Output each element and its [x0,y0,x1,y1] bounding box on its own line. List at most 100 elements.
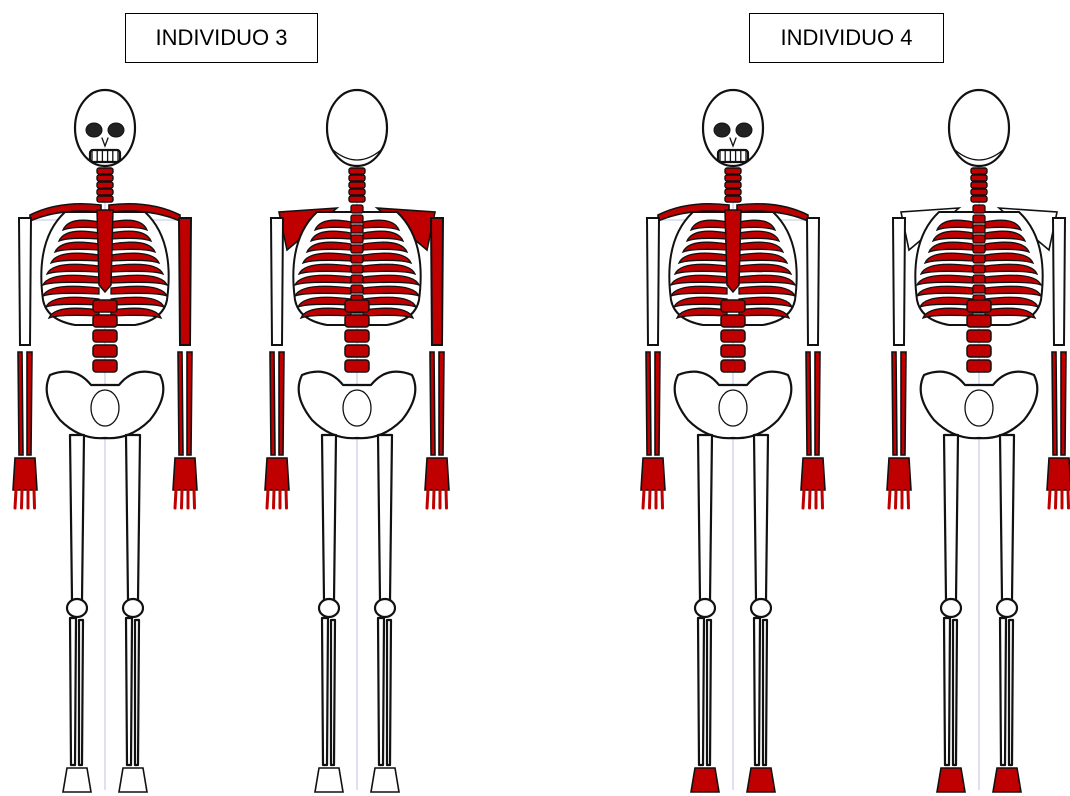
cervical-vertebra [97,182,113,188]
fibula [79,620,83,765]
eye-socket-right [736,123,752,137]
finger [810,490,811,508]
ulna-right [655,352,660,455]
cervical-vertebra [97,168,113,174]
lumbar-vertebra [345,315,369,327]
cervical-vertebra [971,175,987,181]
cervical-vertebra [349,189,365,195]
cervical-vertebra [725,196,741,202]
individual-3-back-skeleton [252,0,462,796]
cervical-vertebra [971,196,987,202]
foot [691,768,719,792]
thoracic-vertebra [351,285,363,293]
thoracic-vertebra [351,245,363,253]
sternum [97,210,113,292]
thoracic-vertebra [351,255,363,263]
fibula [387,620,391,765]
thoracic-vertebra [973,275,985,283]
lumbar-vertebra [93,315,117,327]
hand-right [13,458,37,490]
cervical-vertebra [725,182,741,188]
eye-socket-left [714,123,730,137]
patella [751,599,771,617]
hand-left [801,458,825,490]
finger [822,490,823,508]
femur [322,435,336,600]
ulna-left [815,352,820,455]
cervical-vertebra [97,175,113,181]
tibia [378,618,384,765]
ulna-left [187,352,192,455]
foot [63,768,91,792]
ulna-left [901,352,906,455]
radius-right [646,352,651,455]
thoracic-vertebra [351,205,363,213]
finger [15,490,16,508]
jaw [718,150,748,162]
lumbar-vertebra [345,330,369,342]
humerus-left [271,218,283,345]
humerus-right [19,218,31,345]
lumbar-vertebra [345,300,369,312]
finger [182,490,183,508]
skull [327,90,387,166]
humerus-left [179,218,191,345]
foot [747,768,775,792]
finger [286,490,287,508]
patella [319,599,339,617]
lumbar-vertebra [93,330,117,342]
tibia [698,618,704,765]
radius-left [892,352,897,455]
femur [378,435,392,600]
tibia [322,618,328,765]
eye-socket-right [108,123,124,137]
hand-left [265,458,289,490]
lumbar-vertebra [967,300,991,312]
thoracic-vertebra [351,265,363,273]
radius-right [1052,352,1057,455]
thoracic-vertebra [973,235,985,243]
hand-right [425,458,449,490]
finger [267,490,268,508]
patella [375,599,395,617]
cervical-vertebra [349,196,365,202]
thoracic-vertebra [973,285,985,293]
radius-left [270,352,275,455]
finger [1068,490,1069,508]
cervical-vertebra [971,182,987,188]
radius-right [18,352,23,455]
humerus-right [647,218,659,345]
lumbar-vertebra [93,360,117,372]
femur [70,435,84,600]
tibia [944,618,950,765]
femur [754,435,768,600]
tibia [126,618,132,765]
thoracic-vertebra [973,215,985,223]
hand-right [641,458,665,490]
ulna-right [27,352,32,455]
sternum [725,210,741,292]
lumbar-vertebra [93,345,117,357]
patella [123,599,143,617]
humerus-right [431,218,443,345]
thoracic-vertebra [351,215,363,223]
lumbar-vertebra [345,345,369,357]
finger [896,490,897,508]
cervical-vertebra [971,168,987,174]
ulna-right [439,352,444,455]
finger [908,490,909,508]
humerus-left [807,218,819,345]
lumbar-vertebra [967,345,991,357]
jaw [90,150,120,162]
lumbar-vertebra [721,330,745,342]
femur [1000,435,1014,600]
thoracic-vertebra [351,225,363,233]
lumbar-vertebra [967,360,991,372]
thoracic-vertebra [973,205,985,213]
lumbar-vertebra [345,360,369,372]
hand-right [1047,458,1070,490]
cervical-vertebra [349,175,365,181]
fibula [763,620,767,765]
radius-left [806,352,811,455]
thoracic-vertebra [351,275,363,283]
